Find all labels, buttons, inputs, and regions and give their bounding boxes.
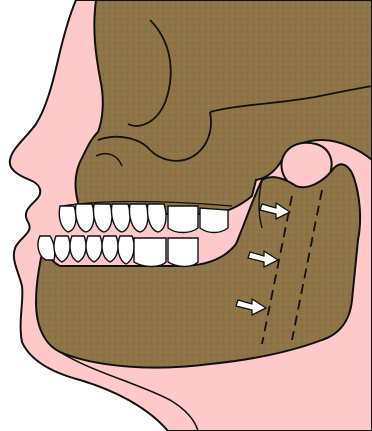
upper-molar [168, 206, 198, 233]
upper-teeth [59, 204, 228, 233]
upper-molar [200, 208, 228, 233]
lower-molar [134, 238, 166, 267]
lower-molar [168, 238, 198, 267]
